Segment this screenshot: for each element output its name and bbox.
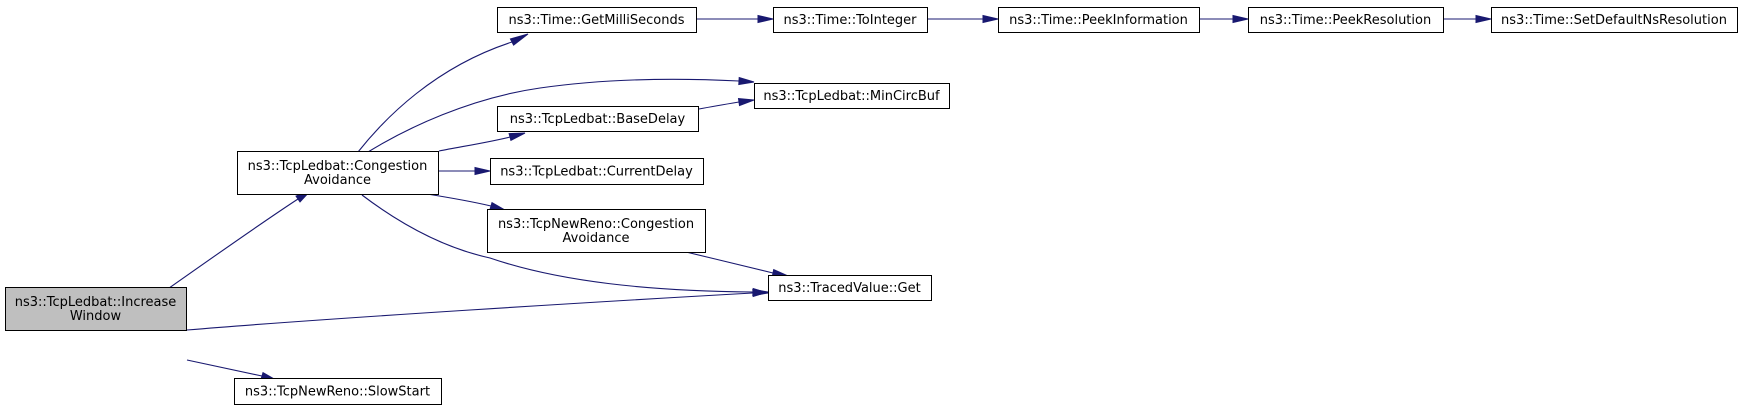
edge-congestion-avoidance-to-get-milli-seconds (357, 33, 529, 153)
arrowhead (508, 132, 526, 142)
node-label: ns3::TcpLedbat::CurrentDelay (500, 165, 693, 180)
node-box (754, 83, 950, 109)
edge-line (438, 136, 511, 152)
edge-increase-window-to-slow-start (186, 359, 277, 381)
node-label: ns3::TcpLedbat::BaseDelay (510, 112, 686, 127)
node-label: ns3::Time::PeekResolution (1260, 13, 1431, 28)
arrowhead (752, 287, 769, 297)
node-label: Avoidance (563, 231, 630, 246)
node-get-milli-seconds[interactable]: ns3::Time::GetMilliSeconds (497, 7, 697, 33)
edge-newreno-congestion-avoidance-to-traced-value-get (685, 251, 789, 277)
nodes-layer: ns3::TcpLedbat::IncreaseWindowns3::TcpLe… (5, 7, 1738, 405)
edge-congestion-avoidance-to-base-delay (438, 132, 526, 152)
edge-line (357, 41, 513, 153)
edge-increase-window-to-traced-value-get (186, 288, 769, 331)
edge-base-delay-to-min-circ-buf (698, 97, 755, 110)
node-peek-information[interactable]: ns3::Time::PeekInformation (998, 7, 1200, 33)
arrowhead (737, 97, 755, 107)
node-label: Window (70, 309, 122, 324)
node-label: ns3::TracedValue::Get (778, 281, 920, 296)
arrowhead (982, 14, 999, 24)
node-min-circ-buf[interactable]: ns3::TcpLedbat::MinCircBuf (754, 83, 950, 109)
edge-congestion-avoidance-to-min-circ-buf (367, 76, 755, 153)
node-label: ns3::Time::GetMilliSeconds (508, 13, 684, 28)
edge-congestion-avoidance-to-traced-value-get (361, 194, 769, 297)
node-label: ns3::TcpNewReno::SlowStart (245, 385, 430, 400)
node-box (497, 7, 697, 33)
arrowhead (509, 33, 529, 46)
node-set-default-ns-resolution[interactable]: ns3::Time::SetDefaultNsResolution (1491, 7, 1738, 33)
node-box (768, 275, 932, 301)
edge-line (367, 78, 740, 153)
node-label: ns3::Time::SetDefaultNsResolution (1501, 13, 1727, 28)
node-base-delay[interactable]: ns3::TcpLedbat::BaseDelay (497, 106, 699, 132)
node-to-integer[interactable]: ns3::Time::ToInteger (773, 7, 928, 33)
arrowhead (1232, 14, 1249, 24)
edge-to-integer-to-peek-information (928, 14, 999, 24)
node-box (1248, 7, 1444, 33)
node-box (490, 158, 704, 185)
edge-get-milli-seconds-to-to-integer (697, 14, 774, 24)
edge-peek-resolution-to-set-default-ns-resolution (1444, 14, 1492, 24)
node-slow-start[interactable]: ns3::TcpNewReno::SlowStart (234, 378, 442, 405)
node-box (237, 151, 439, 195)
node-label: ns3::TcpNewReno::Congestion (498, 217, 694, 232)
node-box (773, 7, 928, 33)
node-current-delay[interactable]: ns3::TcpLedbat::CurrentDelay (490, 158, 704, 185)
edge-congestion-avoidance-to-newreno-congestion-avoidance (426, 193, 506, 211)
node-box (497, 106, 699, 132)
edge-line (698, 101, 740, 110)
edge-congestion-avoidance-to-current-delay (439, 166, 491, 176)
node-box (1491, 7, 1738, 33)
arrowhead (757, 14, 774, 24)
node-label: ns3::TcpLedbat::MinCircBuf (763, 89, 940, 104)
arrowhead (489, 201, 506, 211)
edge-line (186, 292, 754, 331)
edges-layer (127, 14, 1492, 381)
edge-line (361, 194, 754, 293)
arrowhead (474, 166, 491, 176)
edge-line (685, 251, 774, 274)
node-label: ns3::Time::ToInteger (783, 13, 917, 28)
edge-line (426, 193, 492, 207)
node-label: ns3::Time::PeekInformation (1009, 13, 1188, 28)
arrowhead (738, 76, 755, 86)
node-label: ns3::TcpLedbat::Congestion (248, 159, 428, 174)
node-box (5, 287, 187, 331)
node-peek-resolution[interactable]: ns3::Time::PeekResolution (1248, 7, 1444, 33)
node-label: Avoidance (304, 173, 371, 188)
node-box (234, 378, 442, 405)
node-box (487, 209, 706, 253)
arrowhead (1475, 14, 1492, 24)
node-box (998, 7, 1200, 33)
edge-line (186, 359, 263, 377)
edge-peek-information-to-peek-resolution (1200, 14, 1249, 24)
node-label: ns3::TcpLedbat::Increase (15, 295, 177, 310)
node-traced-value-get[interactable]: ns3::TracedValue::Get (768, 275, 932, 301)
